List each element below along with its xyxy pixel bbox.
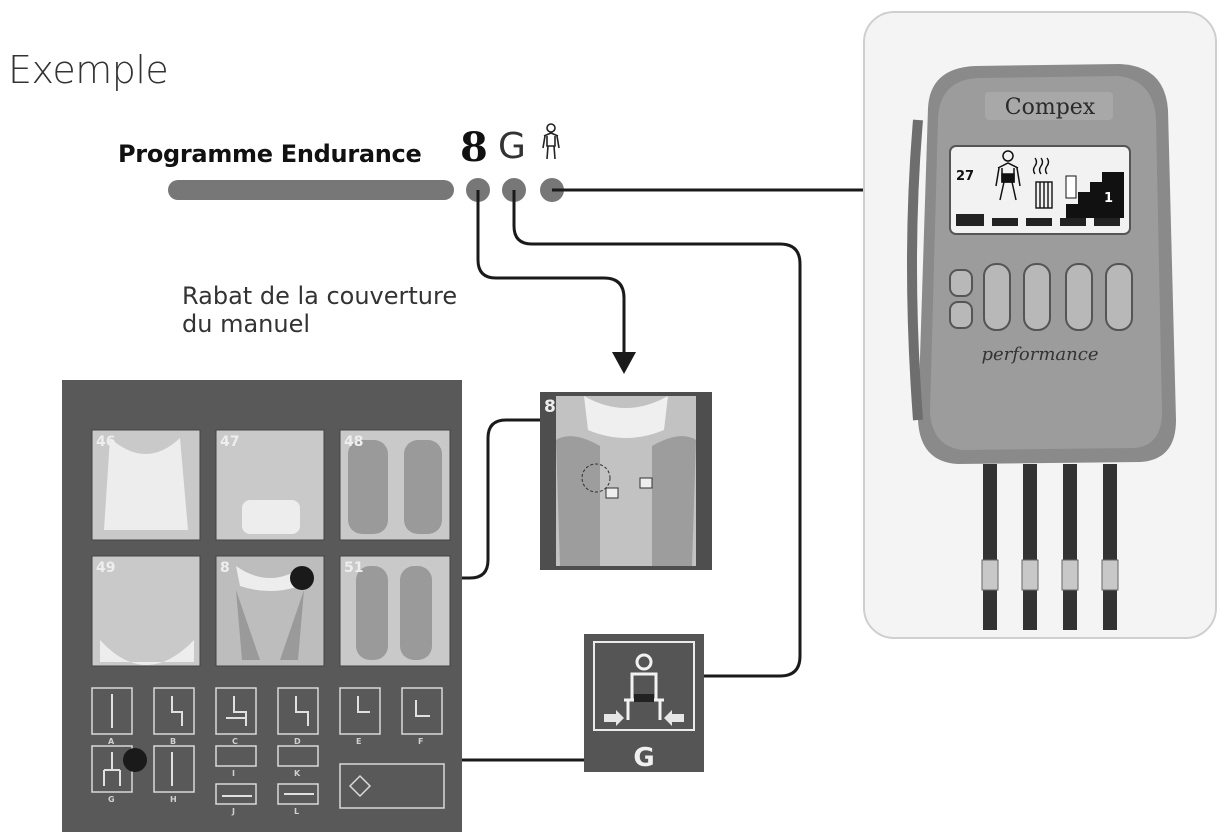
position-letter-a: A [108, 737, 115, 746]
position-letter-i: I [232, 769, 235, 778]
cable-connectors [981, 559, 1119, 591]
manual-page: 46 47 48 49 8 51 [62, 380, 462, 832]
connector-manual-8-to-zoom [302, 418, 540, 580]
heading: Exemple [8, 48, 169, 92]
marker-dot-manual-g [123, 748, 147, 772]
position-letter-d: D [294, 737, 301, 746]
flap-caption-line1: Rabat de la couverture [182, 282, 458, 310]
zoom-placement-8 [540, 392, 712, 570]
placement-number-46: 46 [96, 434, 115, 450]
position-letter-e: E [356, 737, 361, 746]
placement-number-51: 51 [344, 560, 363, 576]
device-cables [983, 464, 1117, 630]
device-model: performance [981, 344, 1098, 365]
screen-channel-indicators [956, 214, 1120, 226]
screen-level-value: 1 [1104, 191, 1113, 206]
device: Compex 27 1 [907, 64, 1176, 630]
arrowhead-down [612, 352, 636, 374]
flap-caption: Rabat de la couverture du manuel [182, 282, 457, 338]
position-letter-c: C [232, 737, 238, 746]
program-position-letter: G [498, 126, 526, 167]
position-letter-l: L [294, 807, 299, 816]
flap-caption-line2: du manuel [182, 310, 311, 338]
program-label: Programme Endurance [118, 140, 422, 168]
zoom-placement-number: 8 [544, 397, 556, 417]
device-brand: Compex [1005, 95, 1096, 120]
channel-2-button [1023, 263, 1051, 331]
connector-number-to-zoom [476, 190, 626, 356]
screen-value: 27 [956, 169, 974, 184]
zoom-position-letter: G [633, 743, 654, 773]
screen-heat-icon [1032, 157, 1053, 209]
placement-49-thumb [91, 555, 201, 667]
program-bar [168, 180, 454, 200]
channel-1-button [983, 263, 1011, 331]
channel-4-button [1105, 263, 1133, 331]
position-letter-g: G [108, 795, 115, 804]
power-button [949, 269, 973, 297]
channel-3-button [1065, 263, 1093, 331]
zoom-position-g [584, 634, 704, 772]
screen-level-bars [1065, 172, 1124, 218]
position-letter-f: F [418, 737, 423, 746]
position-letter-k: K [294, 769, 301, 778]
placement-number-47: 47 [220, 434, 239, 450]
device-buttons[interactable] [949, 263, 1133, 331]
program-number: 8 [460, 124, 488, 171]
position-letter-j: J [231, 807, 235, 816]
marker-dot-manual-8 [290, 566, 314, 590]
placement-number-49: 49 [96, 560, 115, 576]
position-letter-b: B [170, 737, 176, 746]
connector-position-to-g-box [512, 190, 802, 678]
position-letter-h: H [170, 795, 177, 804]
placement-number-8: 8 [220, 560, 230, 576]
placement-number-48: 48 [344, 434, 363, 450]
standing-person-icon [542, 123, 560, 160]
screen-person-icon [995, 150, 1021, 201]
info-button [949, 301, 973, 329]
